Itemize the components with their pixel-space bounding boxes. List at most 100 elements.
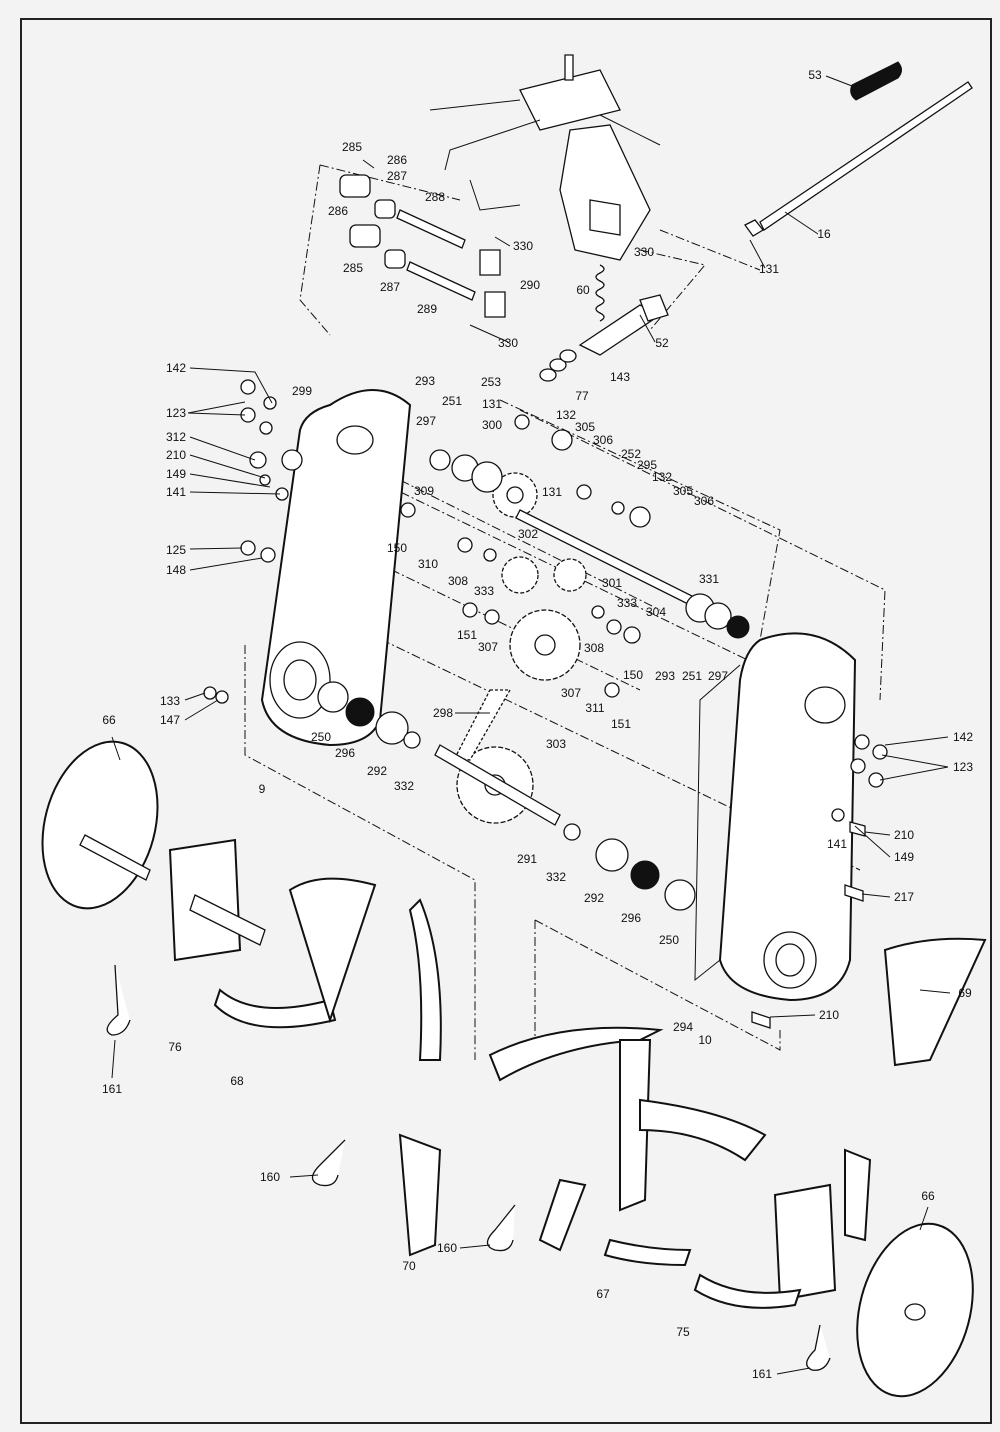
tine-70: [398, 1133, 442, 1257]
bearings: [317, 449, 750, 911]
part-callout-296b: 296: [620, 911, 642, 925]
part-callout-301: 301: [601, 576, 623, 590]
part-callout-133: 133: [159, 694, 181, 708]
part-callout-9: 9: [258, 782, 266, 796]
leader-lines: [111, 75, 951, 1375]
part-callout-52: 52: [655, 336, 669, 350]
part-callout-132b: 132: [651, 470, 673, 484]
part-callout-252: 252: [620, 447, 642, 461]
part-callout-132a: 132: [555, 408, 577, 422]
part-callout-297b: 297: [707, 669, 729, 683]
part-callout-312: 312: [165, 430, 187, 444]
left-chain-case-9: [260, 389, 412, 747]
part-callout-131b: 131: [481, 397, 503, 411]
tine-holder-76: [168, 838, 266, 962]
part-callout-293a: 293: [414, 374, 436, 388]
washers-143: [539, 349, 577, 382]
part-callout-307b: 307: [560, 686, 582, 700]
right-chain-case-10: [694, 632, 857, 1002]
part-callout-151b: 151: [610, 717, 632, 731]
part-callout-67: 67: [596, 1287, 610, 1301]
part-callout-291: 291: [516, 852, 538, 866]
part-callout-161a: 161: [101, 1082, 123, 1096]
part-callout-10: 10: [698, 1033, 712, 1047]
part-callout-142b: 142: [952, 730, 974, 744]
part-callout-289: 289: [416, 302, 438, 316]
chain-298: [454, 689, 512, 761]
part-callout-306a: 306: [592, 433, 614, 447]
part-callout-66b: 66: [921, 1189, 935, 1203]
part-callout-303: 303: [545, 737, 567, 751]
part-callout-160a: 160: [259, 1170, 281, 1184]
part-callout-287b: 287: [379, 280, 401, 294]
part-callout-332a: 332: [393, 779, 415, 793]
spring-60: [595, 264, 605, 322]
part-callout-68: 68: [230, 1074, 244, 1088]
gear-300: [492, 472, 538, 518]
part-callout-310: 310: [417, 557, 439, 571]
part-callout-286b: 286: [327, 204, 349, 218]
part-callout-16: 16: [817, 227, 831, 241]
part-callout-294: 294: [672, 1020, 694, 1034]
part-callout-142a: 142: [165, 361, 187, 375]
part-callout-149b: 149: [893, 850, 915, 864]
part-callout-302: 302: [517, 527, 539, 541]
part-callout-60: 60: [576, 283, 590, 297]
shaft-304: [515, 509, 701, 609]
part-callout-76: 76: [168, 1040, 182, 1054]
part-callout-331: 331: [698, 572, 720, 586]
upper-bracket: [429, 54, 661, 261]
part-callout-292a: 292: [366, 764, 388, 778]
part-callout-66a: 66: [102, 713, 116, 727]
part-callout-150a: 150: [386, 541, 408, 555]
part-callout-210a: 210: [165, 448, 187, 462]
gear-303: [509, 609, 581, 681]
part-callout-307a: 307: [477, 640, 499, 654]
part-callout-333b: 333: [616, 596, 638, 610]
part-callout-311: 311: [585, 701, 605, 715]
lynch-pin-161-right: [806, 1324, 831, 1371]
tine-67: [488, 1026, 767, 1267]
part-callout-160b: 160: [436, 1241, 458, 1255]
part-callout-149a: 149: [165, 467, 187, 481]
fasteners: [203, 379, 888, 1029]
part-callout-141b: 141: [826, 837, 848, 851]
gear-301: [553, 558, 587, 592]
part-callout-141a: 141: [165, 485, 187, 499]
part-callout-292b: 292: [583, 891, 605, 905]
part-callout-123b: 123: [952, 760, 974, 774]
part-callout-77: 77: [575, 389, 589, 403]
tine-68: [213, 877, 442, 1061]
part-callout-217: 217: [893, 890, 915, 904]
diagram-border: [20, 18, 992, 1424]
part-callout-286a: 286: [386, 153, 408, 167]
part-callout-298: 298: [432, 706, 454, 720]
part-callout-250b: 250: [658, 933, 680, 947]
part-callout-75: 75: [676, 1325, 690, 1339]
part-callout-290: 290: [519, 278, 541, 292]
disc-66-left: [41, 740, 159, 910]
part-callout-253: 253: [480, 375, 502, 389]
gear-302: [501, 556, 539, 594]
shaft-291-axle: [434, 744, 561, 826]
part-callout-210b: 210: [893, 828, 915, 842]
part-callout-69: 69: [958, 986, 972, 1000]
shaft-289: [349, 224, 476, 301]
part-callout-333a: 333: [473, 584, 495, 598]
part-callout-293b: 293: [654, 669, 676, 683]
part-callout-330a: 330: [512, 239, 534, 253]
tine-69: [883, 937, 987, 1067]
part-callout-143: 143: [609, 370, 631, 384]
part-callout-330c: 330: [497, 336, 519, 350]
part-callout-285b: 285: [342, 261, 364, 275]
part-callout-125: 125: [165, 543, 187, 557]
clip-290: [479, 249, 506, 318]
part-callout-151a: 151: [456, 628, 478, 642]
lynch-pin-160-center: [486, 1204, 516, 1252]
part-callout-287a: 287: [386, 169, 408, 183]
part-callout-296a: 296: [334, 746, 356, 760]
part-callout-251a: 251: [441, 394, 463, 408]
part-callout-299: 299: [291, 384, 313, 398]
lynch-pin-160-left: [311, 1139, 346, 1187]
